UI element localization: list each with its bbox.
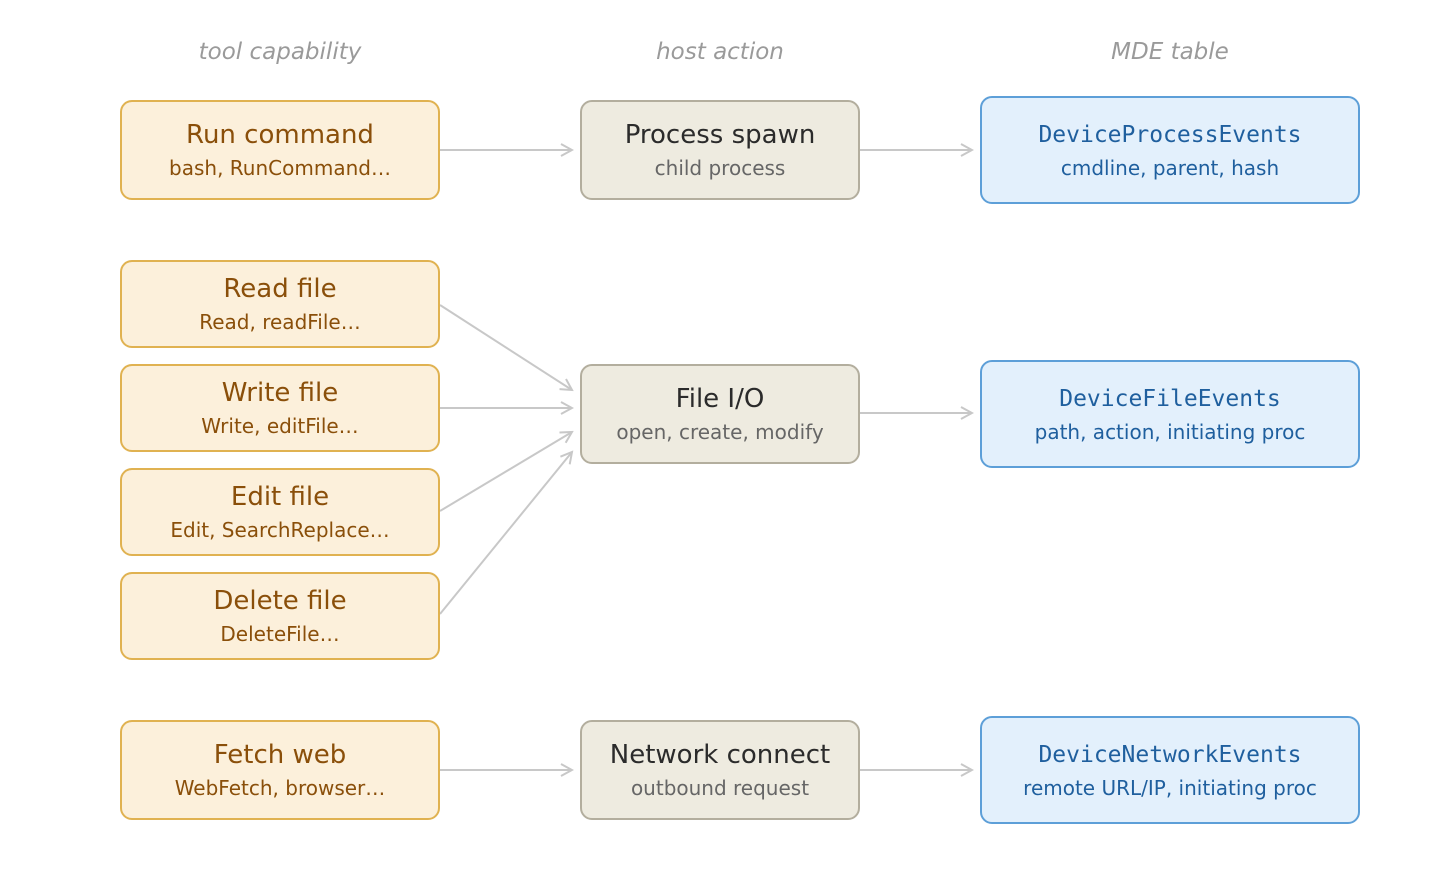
node-subtitle: Write, editFile…: [201, 414, 359, 438]
node-network-connect: Network connect outbound request: [580, 720, 860, 820]
column-header-capability: tool capability: [198, 39, 362, 65]
node-title: Read file: [223, 274, 337, 304]
node-subtitle: WebFetch, browser…: [174, 776, 386, 800]
column-header-table: MDE table: [1111, 39, 1229, 65]
node-subtitle: outbound request: [630, 776, 810, 800]
edge-edit-file-to-file-io: [439, 432, 572, 512]
node-subtitle: cmdline, parent, hash: [1060, 156, 1280, 180]
node-title: Process spawn: [624, 120, 816, 150]
node-title: DeviceFileEvents: [1059, 386, 1281, 412]
node-process-spawn: Process spawn child process: [580, 100, 860, 200]
node-subtitle: Read, readFile…: [199, 310, 361, 334]
node-title: Delete file: [213, 586, 347, 616]
node-write-file: Write file Write, editFile…: [120, 364, 440, 452]
node-fetch-web: Fetch web WebFetch, browser…: [120, 720, 440, 820]
node-title: Fetch web: [213, 740, 347, 770]
node-subtitle: path, action, initiating proc: [1034, 420, 1306, 444]
node-subtitle: open, create, modify: [616, 420, 824, 444]
column-header-host: host action: [656, 39, 784, 65]
node-device-network-events: DeviceNetworkEvents remote URL/IP, initi…: [980, 716, 1360, 824]
node-edit-file: Edit file Edit, SearchReplace…: [120, 468, 440, 556]
node-title: File I/O: [675, 384, 765, 414]
node-file-io: File I/O open, create, modify: [580, 364, 860, 464]
node-subtitle: Edit, SearchReplace…: [170, 518, 390, 542]
node-subtitle: DeleteFile…: [220, 622, 340, 646]
node-read-file: Read file Read, readFile…: [120, 260, 440, 348]
node-run-command: Run command bash, RunCommand…: [120, 100, 440, 200]
edge-read-file-to-file-io: [439, 304, 572, 390]
node-device-file-events: DeviceFileEvents path, action, initiatin…: [980, 360, 1360, 468]
node-device-process-events: DeviceProcessEvents cmdline, parent, has…: [980, 96, 1360, 204]
node-title: DeviceProcessEvents: [1038, 122, 1302, 148]
node-title: Run command: [186, 120, 374, 150]
node-subtitle: bash, RunCommand…: [169, 156, 391, 180]
node-delete-file: Delete file DeleteFile…: [120, 572, 440, 660]
node-title: Network connect: [609, 740, 831, 770]
node-title: Edit file: [230, 482, 330, 512]
node-subtitle: child process: [654, 156, 786, 180]
node-subtitle: remote URL/IP, initiating proc: [1023, 776, 1317, 800]
node-title: DeviceNetworkEvents: [1038, 742, 1302, 768]
edge-delete-file-to-file-io: [439, 452, 572, 615]
node-title: Write file: [221, 378, 339, 408]
